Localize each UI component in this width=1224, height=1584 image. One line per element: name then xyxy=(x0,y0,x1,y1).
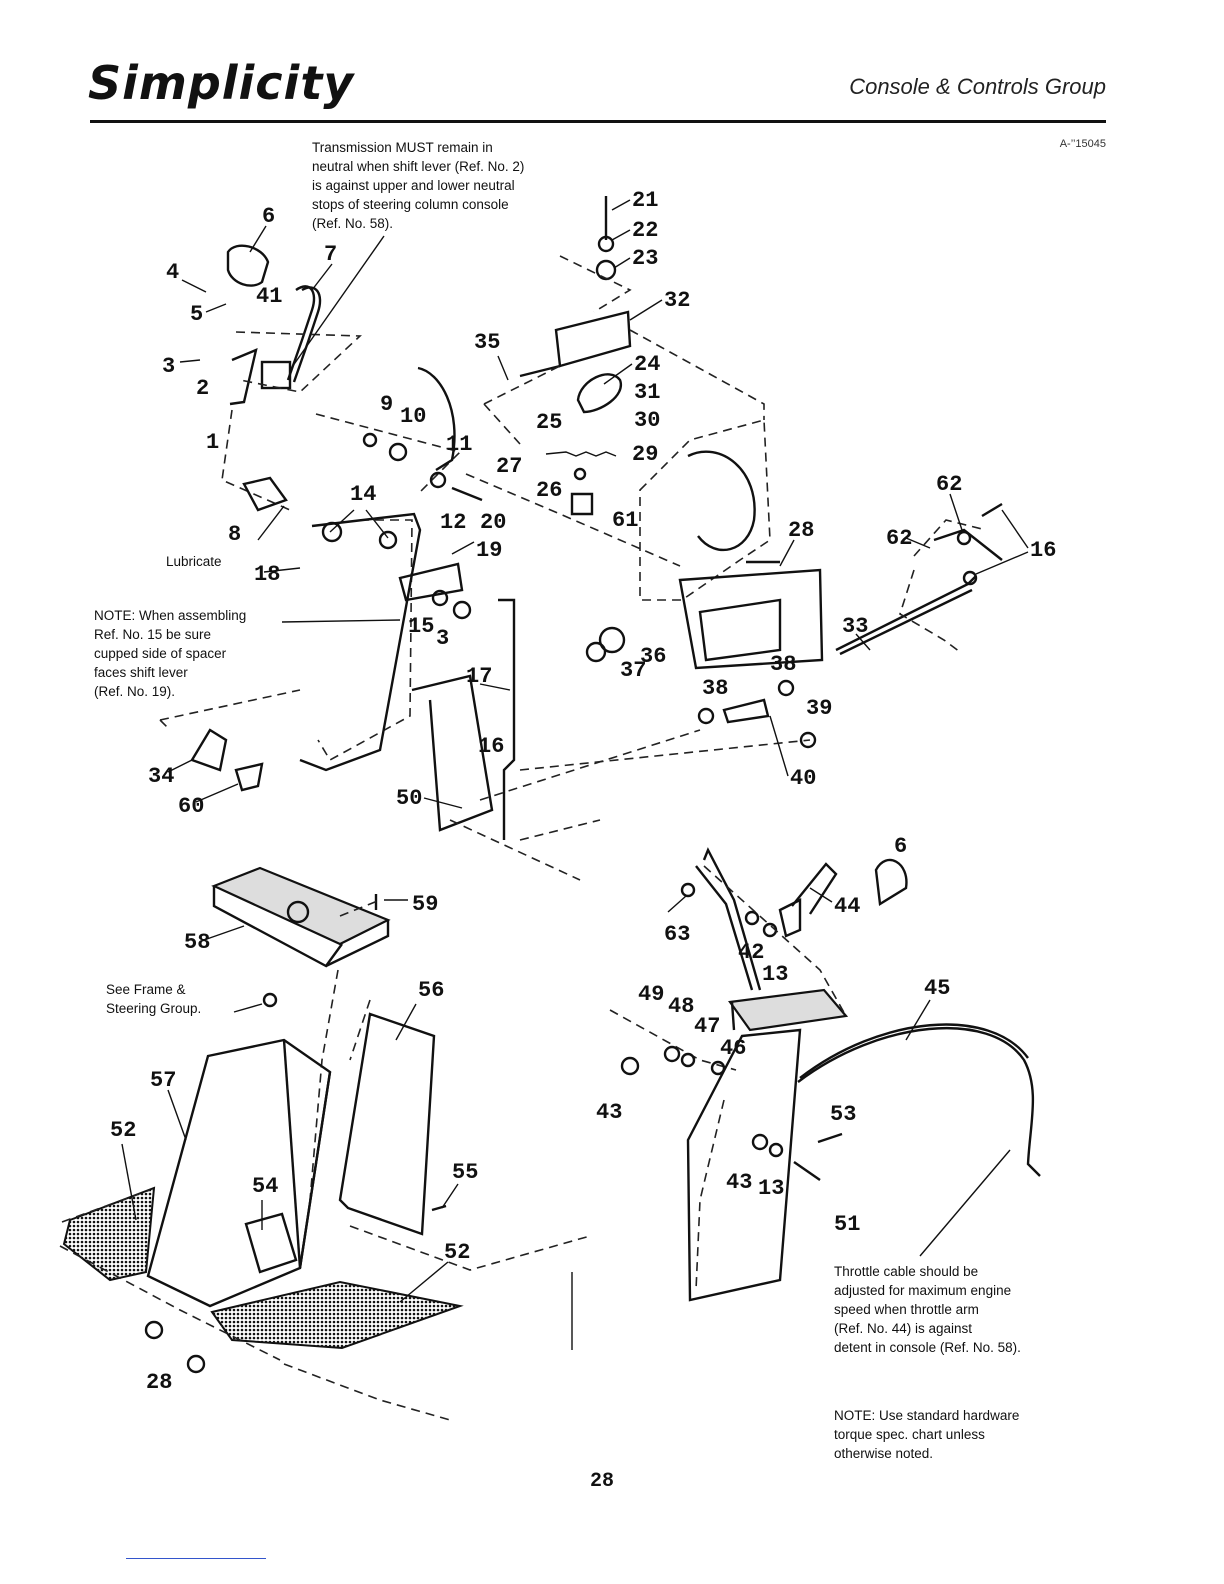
spacer-note: NOTE: When assembling Ref. No. 15 be sur… xyxy=(94,608,247,699)
lower-console-assembly xyxy=(59,992,591,1421)
shift-lever-assembly xyxy=(221,244,483,512)
brand-logo: Simplicity xyxy=(88,56,355,110)
callout: 45 xyxy=(924,976,950,1001)
callout: 30 xyxy=(634,408,660,433)
callout: 28 xyxy=(146,1370,172,1395)
callout: 17 xyxy=(466,664,492,689)
callout: 60 xyxy=(178,794,204,819)
callout: 23 xyxy=(632,246,658,271)
callout: 31 xyxy=(634,380,660,405)
callout: 62 xyxy=(936,472,962,497)
callout: 16 xyxy=(478,734,504,759)
callout: 8 xyxy=(228,522,241,547)
callout: 14 xyxy=(350,482,376,507)
frame-reference-note: See Frame & Steering Group. xyxy=(106,982,202,1016)
callout: 4 xyxy=(166,260,179,285)
throttle-assembly xyxy=(609,847,1041,1302)
console-cover xyxy=(211,866,391,1201)
transmission-note: Transmission MUST remain in neutral when… xyxy=(312,140,525,231)
callout: 58 xyxy=(184,930,210,955)
callout: 48 xyxy=(668,994,694,1019)
callout: 55 xyxy=(452,1160,478,1185)
header-rule xyxy=(90,120,1106,123)
callout: 21 xyxy=(632,188,658,213)
section-title: Console & Controls Group xyxy=(849,74,1106,99)
callout: 13 xyxy=(762,962,788,987)
callout: 20 xyxy=(480,510,506,535)
page-number: 28 xyxy=(590,1470,615,1493)
callout: 56 xyxy=(418,978,444,1003)
callout: 5 xyxy=(190,302,203,327)
callout: 3 xyxy=(162,354,175,379)
callout: 34 xyxy=(148,764,174,789)
lubricate-label: Lubricate xyxy=(166,554,222,569)
callout: 38 xyxy=(770,652,796,677)
callout: 1 xyxy=(206,430,219,455)
leader-lines xyxy=(121,199,1029,1303)
drawing-ref: A-’’15045 xyxy=(1059,138,1106,150)
callout: 6 xyxy=(262,204,275,229)
callout: 43 xyxy=(596,1100,622,1125)
callout: 38 xyxy=(702,676,728,701)
steering-column-plate xyxy=(159,512,601,881)
callout: 46 xyxy=(720,1036,746,1061)
throttle-rod-assembly xyxy=(697,502,1003,749)
callout: 63 xyxy=(664,922,690,947)
callout: 51 xyxy=(834,1212,860,1237)
callout: 25 xyxy=(536,410,562,435)
callout: 49 xyxy=(638,982,664,1007)
callout: 33 xyxy=(842,614,868,639)
callout: 54 xyxy=(252,1174,278,1199)
callout: 10 xyxy=(400,404,426,429)
console-frame xyxy=(479,418,824,801)
callout: 28 xyxy=(788,518,814,543)
torque-note: NOTE: Use standard hardware torque spec.… xyxy=(834,1408,1020,1461)
callout: 52 xyxy=(110,1118,136,1143)
callout: 12 xyxy=(440,510,466,535)
callout: 50 xyxy=(396,786,422,811)
callout: 42 xyxy=(738,940,764,965)
callout: 3 xyxy=(436,626,449,651)
callout: 47 xyxy=(694,1014,720,1039)
callout: 41 xyxy=(256,284,282,309)
callout: 32 xyxy=(664,288,690,313)
callout-labels: 6 4 41 5 7 3 2 1 9 10 11 8 14 12 20 19 1… xyxy=(110,188,1056,1395)
callout: 59 xyxy=(412,892,438,917)
callout: 2 xyxy=(196,376,209,401)
callout: 52 xyxy=(444,1240,470,1265)
callout: 9 xyxy=(380,392,393,417)
callout: 24 xyxy=(634,352,660,377)
callout: 11 xyxy=(446,432,472,457)
callout: 22 xyxy=(632,218,658,243)
callout: 18 xyxy=(254,562,280,587)
link-underline xyxy=(126,1558,266,1559)
callout: 37 xyxy=(620,658,646,683)
callout: 53 xyxy=(830,1102,856,1127)
callout: 27 xyxy=(496,454,522,479)
throttle-note: Throttle cable should be adjusted for ma… xyxy=(834,1264,1021,1355)
callout: 43 xyxy=(726,1170,752,1195)
callout: 39 xyxy=(806,696,832,721)
callout: 40 xyxy=(790,766,816,791)
callout: 29 xyxy=(632,442,658,467)
callout: 44 xyxy=(834,894,860,919)
center-bracket-assembly xyxy=(465,196,765,567)
callout: 57 xyxy=(150,1068,176,1093)
callout: 6 xyxy=(894,834,907,859)
callout: 26 xyxy=(536,478,562,503)
callout: 13 xyxy=(758,1176,784,1201)
callout: 36 xyxy=(640,644,666,669)
callout: 15 xyxy=(408,614,434,639)
callout: 19 xyxy=(476,538,502,563)
callout: 16 xyxy=(1030,538,1056,563)
callout: 35 xyxy=(474,330,500,355)
callout: 61 xyxy=(612,508,638,533)
callout: 7 xyxy=(324,242,337,267)
